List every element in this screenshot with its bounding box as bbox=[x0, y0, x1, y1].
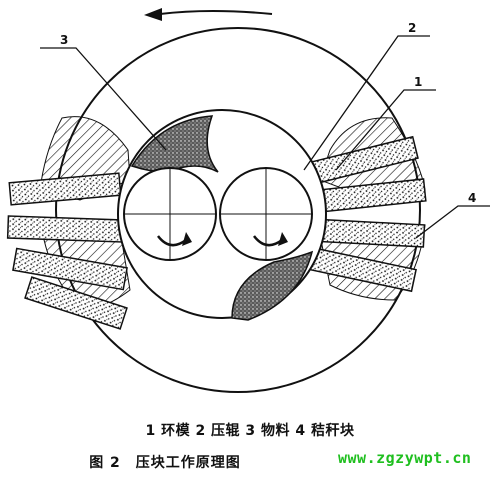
arrow-left-icon bbox=[144, 8, 162, 21]
straw-blocks-right bbox=[303, 135, 427, 293]
straw-blocks-left bbox=[6, 172, 128, 330]
label-straw-block: 4 bbox=[468, 191, 476, 205]
watermark: www.zgzywpt.cn bbox=[338, 449, 472, 467]
label-roller: 2 bbox=[408, 21, 416, 35]
material-bottom bbox=[231, 250, 314, 321]
curved-arrow-icon bbox=[278, 232, 288, 246]
roller-right bbox=[219, 167, 313, 261]
compaction-diagram: 3 2 1 4 bbox=[6, 8, 490, 393]
arrow-left-icon bbox=[159, 10, 273, 15]
figure-caption: 图 2 压块工作原理图 bbox=[89, 455, 241, 471]
leader-lines bbox=[40, 35, 490, 239]
label-ring-die: 1 bbox=[414, 75, 422, 89]
legend: 1 环模 2 压辊 3 物料 4 秸秆块 bbox=[145, 423, 355, 439]
roller-left bbox=[123, 167, 217, 261]
curved-arrow-icon bbox=[182, 232, 192, 246]
label-material: 3 bbox=[60, 33, 68, 47]
